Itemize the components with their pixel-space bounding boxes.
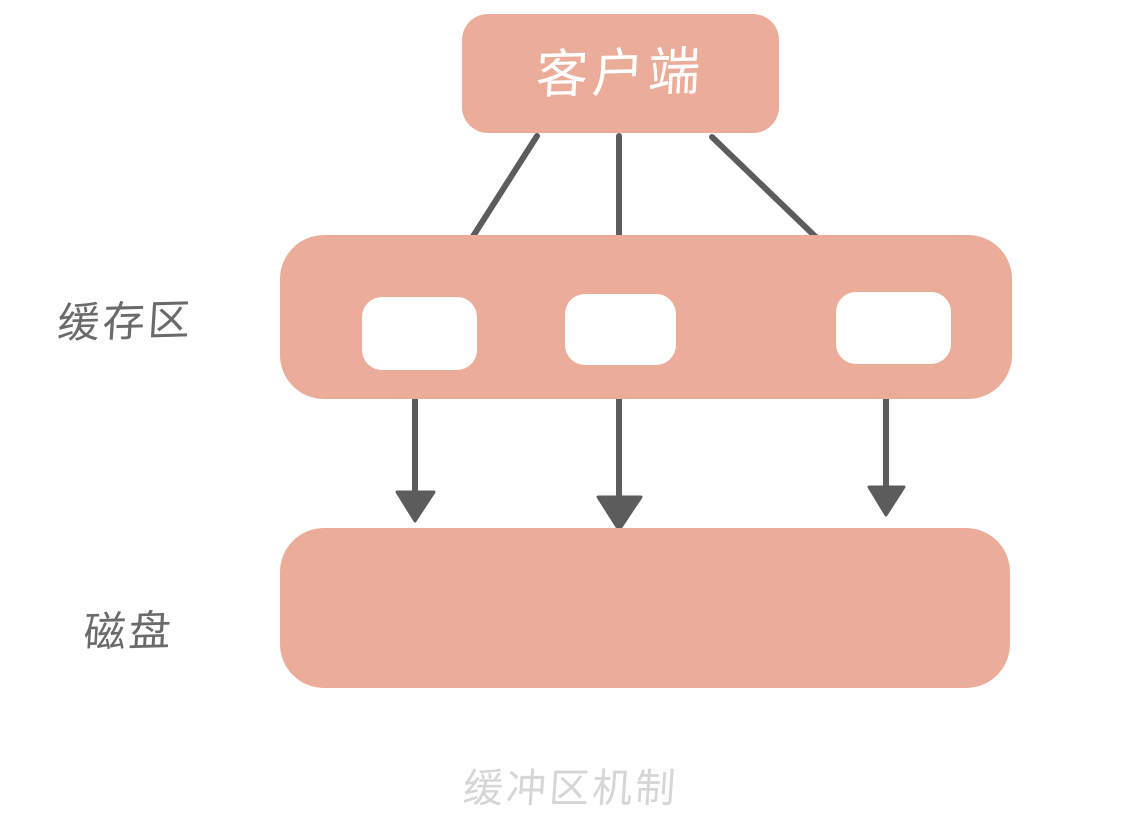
label-buffer: 缓存区 — [56, 295, 195, 348]
node-disk[interactable] — [280, 528, 1010, 688]
label-disk: 磁盘 — [82, 605, 176, 658]
node-client-label: 客户端 — [534, 41, 707, 106]
node-client[interactable]: 客户端 — [462, 14, 779, 133]
diagram-caption: 缓冲区机制 — [461, 766, 680, 812]
buffer-slot-2[interactable] — [565, 294, 676, 365]
buffer-slot-1[interactable] — [362, 297, 477, 370]
buffer-slot-3[interactable] — [836, 292, 951, 364]
